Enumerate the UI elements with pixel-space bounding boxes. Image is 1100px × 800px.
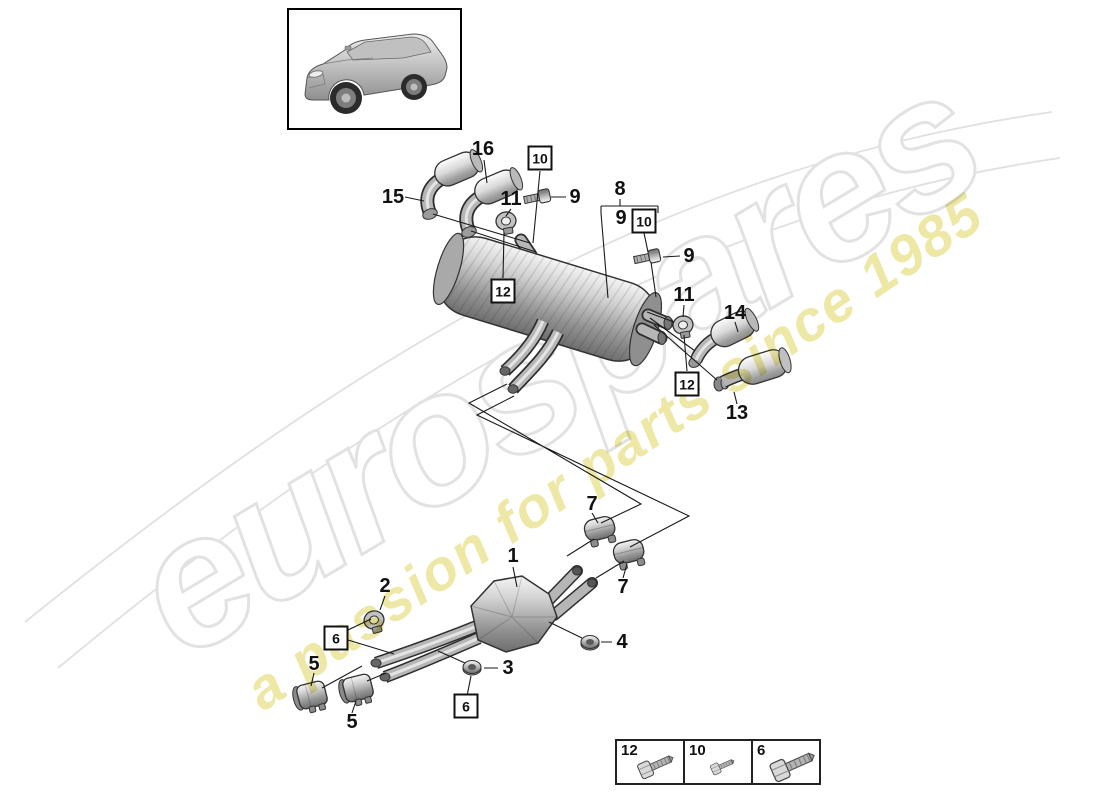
callout-1[interactable]: 1 bbox=[507, 545, 519, 567]
callout-2[interactable]: 2 bbox=[379, 575, 391, 597]
callout-7[interactable]: 7 bbox=[586, 493, 598, 515]
callout-3[interactable]: 3 bbox=[502, 657, 514, 679]
callout-11[interactable]: 11 bbox=[673, 284, 695, 306]
callout-13[interactable]: 13 bbox=[725, 402, 749, 424]
callout-14[interactable]: 14 bbox=[723, 302, 747, 324]
legend-cell-10[interactable]: 10 bbox=[685, 741, 753, 783]
callout-10-boxed[interactable]: 10 bbox=[527, 145, 553, 171]
callout-7[interactable]: 7 bbox=[617, 576, 629, 598]
callout-6-boxed[interactable]: 6 bbox=[323, 625, 349, 651]
vehicle-thumbnail[interactable] bbox=[287, 8, 462, 130]
suv-car-icon bbox=[304, 33, 448, 114]
callout-9[interactable]: 9 bbox=[615, 207, 627, 229]
callout-11[interactable]: 11 bbox=[500, 188, 522, 210]
callout-16[interactable]: 16 bbox=[471, 138, 495, 160]
callout-5[interactable]: 5 bbox=[346, 711, 358, 733]
callout-12-boxed[interactable]: 12 bbox=[674, 371, 700, 397]
bolt-large-icon bbox=[769, 752, 815, 783]
callout-6-boxed[interactable]: 6 bbox=[453, 693, 479, 719]
bolt-medium-icon bbox=[637, 755, 674, 780]
callout-5[interactable]: 5 bbox=[308, 653, 320, 675]
legend-cell-6[interactable]: 6 bbox=[753, 741, 819, 783]
bolt-small-icon bbox=[710, 759, 735, 776]
callout-9[interactable]: 9 bbox=[683, 245, 695, 267]
callout-4[interactable]: 4 bbox=[616, 631, 628, 653]
callout-8[interactable]: 8 bbox=[614, 178, 626, 200]
callout-15[interactable]: 15 bbox=[381, 186, 405, 208]
callout-10-boxed[interactable]: 10 bbox=[631, 208, 657, 234]
callout-12-boxed[interactable]: 12 bbox=[490, 278, 516, 304]
callout-9[interactable]: 9 bbox=[569, 186, 581, 208]
legend-cell-12[interactable]: 12 bbox=[617, 741, 685, 783]
fastener-legend: 12 10 bbox=[615, 739, 821, 785]
